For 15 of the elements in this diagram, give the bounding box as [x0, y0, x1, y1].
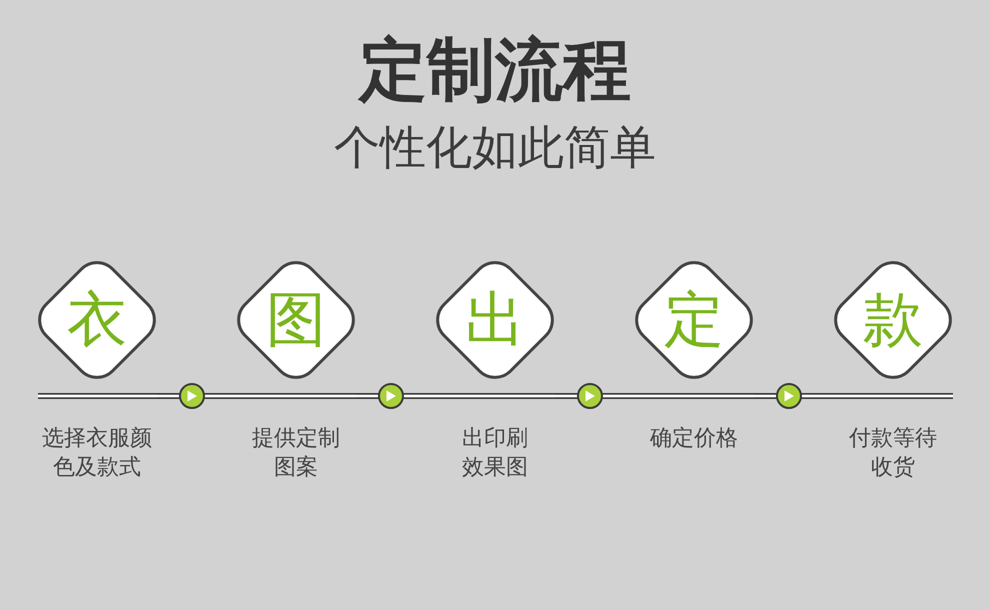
- step-initial: 图: [266, 289, 326, 351]
- arrow: [555, 383, 603, 409]
- arrow: [157, 383, 205, 409]
- page-subtitle: 个性化如此简单: [334, 123, 656, 171]
- arrow: [356, 383, 404, 409]
- arrow: [754, 383, 802, 409]
- step-caption: 提供定制图案: [251, 425, 341, 482]
- step-caption: 付款等待收货: [848, 425, 938, 482]
- step-initial: 款: [863, 289, 923, 351]
- step-initial: 定: [664, 289, 724, 351]
- step-initial: 衣: [67, 289, 127, 351]
- step-caption: 确定价格: [649, 425, 739, 453]
- step-caption: 出印刷效果图: [461, 425, 529, 482]
- step-caption: 选择衣服颜色及款式: [41, 425, 153, 482]
- step-initial: 出: [465, 289, 525, 351]
